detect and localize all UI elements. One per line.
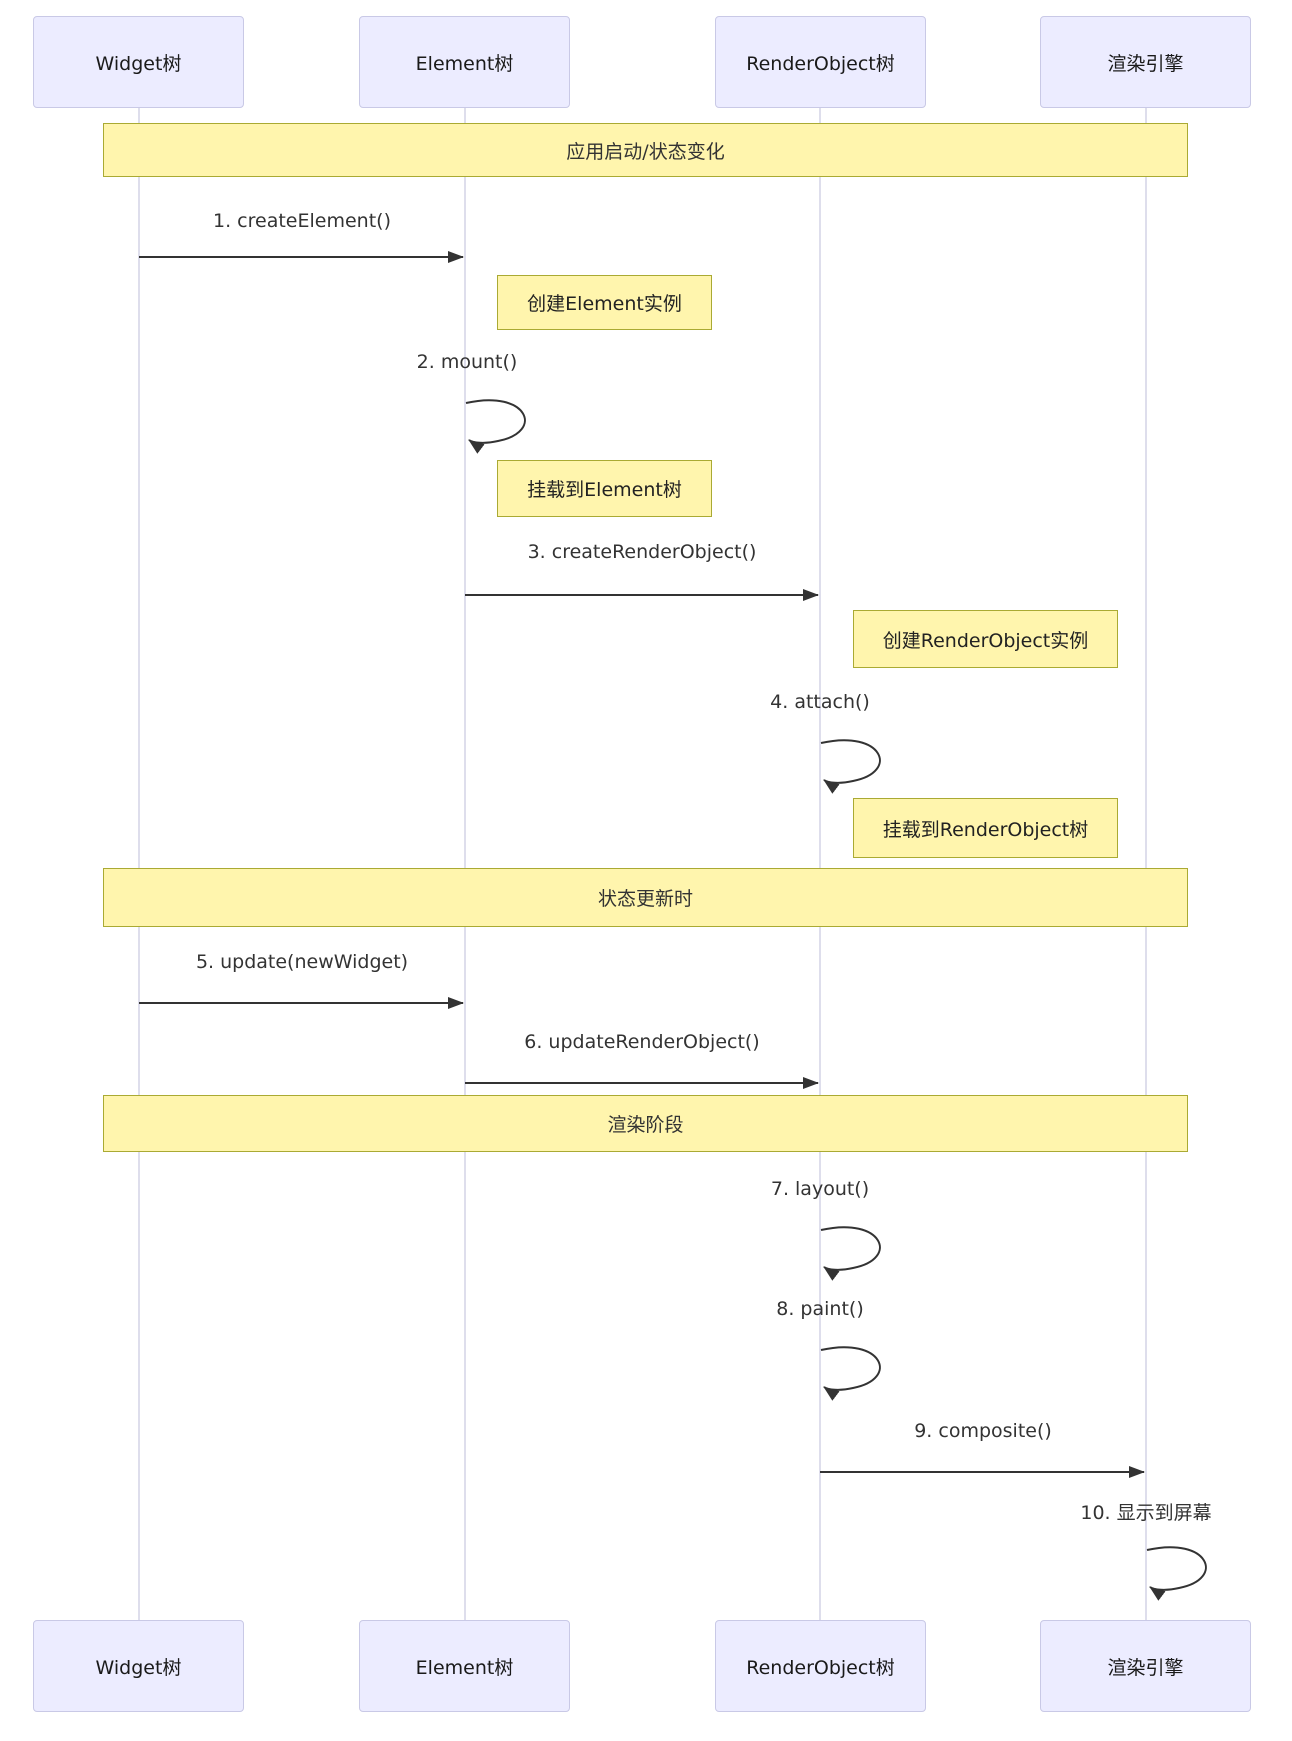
message-label-9-composite: 9. composite() [914,1420,1052,1442]
note-mount-to-renderobject-tree: 挂载到RenderObject树 [853,798,1118,858]
note-create-renderobject-instance: 创建RenderObject实例 [853,610,1118,668]
message-label-1-createelement: 1. createElement() [213,210,391,232]
participant-widget-tree-top: Widget树 [33,16,244,108]
note-create-element-instance: 创建Element实例 [497,275,712,330]
message-label-4-attach: 4. attach() [770,691,870,713]
participant-renderobject-tree-top: RenderObject树 [715,16,926,108]
self-loop-arrow-10-display [1146,1546,1207,1601]
section-band-app-start: 应用启动/状态变化 [103,123,1188,177]
participant-renderobject-tree-bottom: RenderObject树 [715,1620,926,1712]
self-loop-arrow-7-layout [820,1226,881,1281]
self-loop-arrow-8-paint [820,1346,881,1401]
self-loop-arrow-2-mount [465,399,526,454]
participant-widget-tree-bottom: Widget树 [33,1620,244,1712]
participant-render-engine-top: 渲染引擎 [1040,16,1251,108]
section-band-render-phase: 渲染阶段 [103,1095,1188,1152]
participant-element-tree-bottom: Element树 [359,1620,570,1712]
message-label-6-updaterenderobject: 6. updateRenderObject() [524,1031,760,1053]
participant-render-engine-bottom: 渲染引擎 [1040,1620,1251,1712]
message-label-7-layout: 7. layout() [770,1178,870,1200]
message-label-8-paint: 8. paint() [776,1298,864,1320]
message-label-2-mount: 2. mount() [416,351,518,373]
note-mount-to-element-tree: 挂载到Element树 [497,460,712,517]
participant-element-tree-top: Element树 [359,16,570,108]
message-label-5-update: 5. update(newWidget) [195,951,409,973]
self-loop-arrow-4-attach [820,739,881,794]
message-label-10-display-to-screen: 10. 显示到屏幕 [1080,1502,1212,1524]
message-label-3-createrenderobject: 3. createRenderObject() [527,541,757,563]
section-band-state-update: 状态更新时 [103,868,1188,927]
